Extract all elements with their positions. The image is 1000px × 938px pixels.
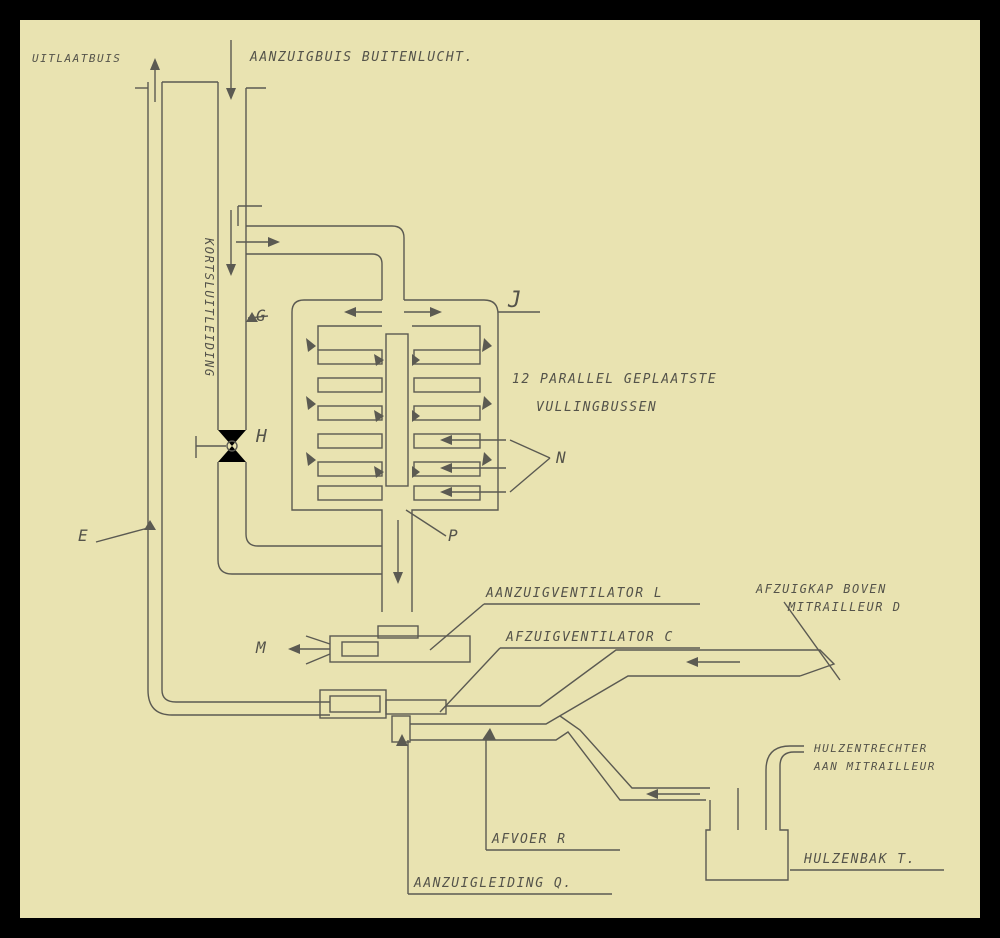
intake-fan-l [329,625,471,663]
pointer-line-e [95,527,149,543]
canister-left-4 [317,433,383,449]
pointer-line-n [509,439,551,493]
canister-right-6 [413,485,481,501]
label-hulzentrechter-1: HULZENTRECHTER [814,742,928,755]
bypass-duct-g [217,82,266,430]
return-duct [217,462,382,575]
outlet-line-q [407,740,612,895]
label-afzuigventilator: AFZUIGVENTILATOR C [506,630,674,645]
pointer-line-g [247,315,269,319]
label-kortsluitleiding: KORTSLUITLEIDING [202,238,216,378]
label-aanzuigbuis: AANZUIGBUIS BUITENLUCHT. [250,50,474,65]
label-m: M [256,638,267,657]
canister-left-1 [317,349,383,365]
label-j: J [508,288,523,313]
canister-right-3 [413,405,481,421]
filter-chamber-j [291,299,540,612]
pointer-line-p [405,509,447,537]
label-afvoer-r: AFVOER R [492,832,567,847]
label-n: N [556,448,567,467]
arrow-down-icon [393,520,403,584]
label-aanzuigventilator: AANZUIGVENTILATOR L [486,586,664,601]
label-e: E [78,526,89,545]
label-afzuigkap: AFZUIGKAP BOVEN [756,582,887,596]
label-g: G [256,306,267,325]
arrow-left-icon [344,307,382,317]
canister-left-2 [317,377,383,393]
exhaust-fan-c [319,689,447,743]
filter-canisters [317,349,481,501]
pointer-line-l [429,603,700,651]
canister-left-6 [317,485,383,501]
arrow-up-icon [150,58,160,102]
label-p: P [448,526,459,545]
damper-valve-h [195,430,246,462]
label-mitrailleur-d: MITRAILLEUR D [788,600,902,614]
flow-arrow-icons [306,338,492,478]
label-h: H [256,426,268,447]
label-hulzentrechter-2: AAN MITRAILLEUR [814,760,936,773]
inlet-branch-duct [237,205,405,300]
cartridge-box-t [705,745,944,881]
canister-right-1 [413,349,481,365]
canister-right-4 [413,433,481,449]
label-vullingbussen-2: VULLINGBUSSEN [536,400,658,415]
arrow-left-icon [288,635,331,665]
extraction-ducts [410,601,841,801]
paper-sheet [20,20,980,918]
canister-left-5 [317,461,383,477]
label-uitlaatbuis: UITLAATBUIS [32,52,122,65]
label-vullingbussen-1: 12 PARALLEL GEPLAATSTE [512,372,718,387]
arrow-up-icon [396,728,496,746]
label-aanzuigleiding-q: AANZUIGLEIDING Q. [414,876,573,891]
arrow-left-icon [440,435,506,497]
arrow-right-icon [404,307,442,317]
exhaust-pipe-e [135,81,330,716]
pointer-line-c [439,647,700,713]
arrow-right-icon [236,237,280,247]
arrow-up-icon [144,520,156,530]
arrow-down-icon [226,40,236,276]
label-hulzenbak-t: HULZENBAK T. [804,852,916,867]
canister-right-2 [413,377,481,393]
outlet-line-r [485,740,620,851]
arrow-left-icon [646,657,740,799]
canister-left-3 [317,405,383,421]
